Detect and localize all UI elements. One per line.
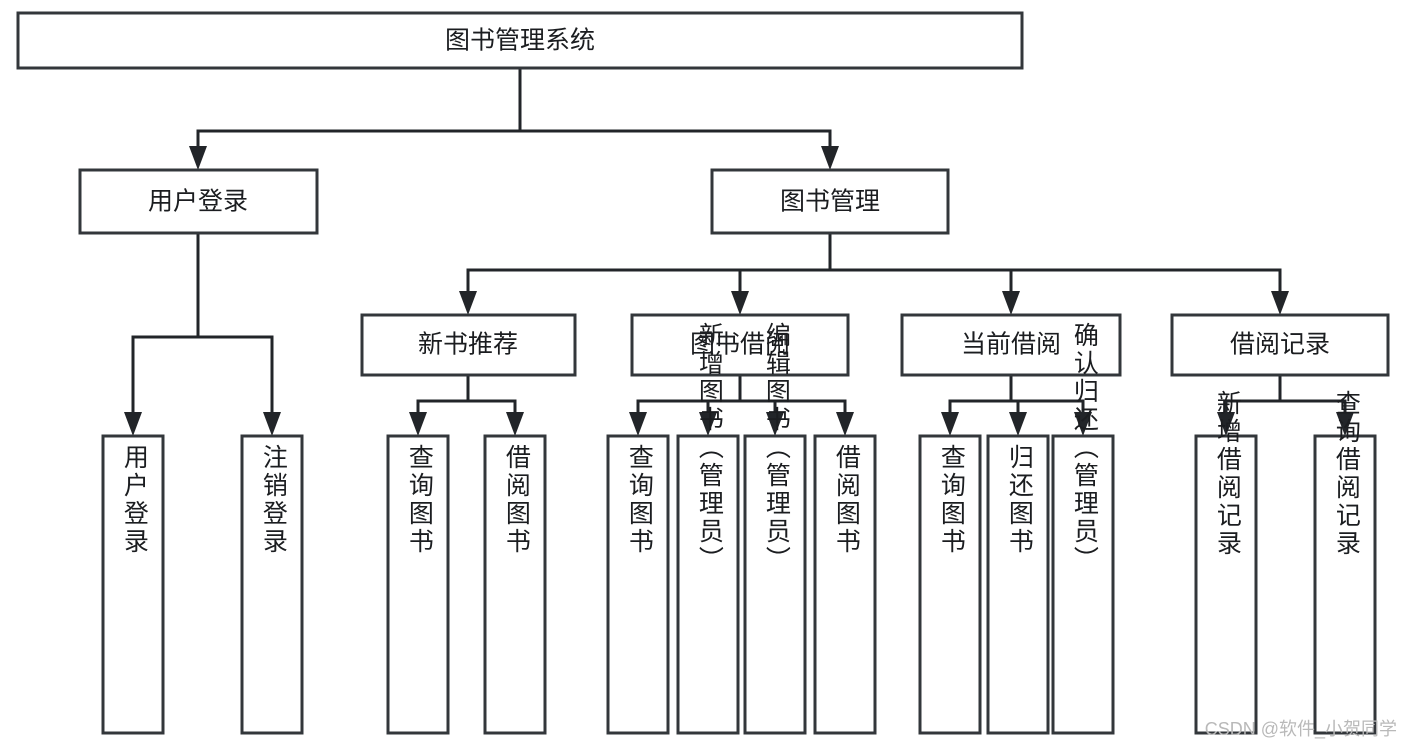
leaf-query-book-3-box[interactable]	[918, 434, 982, 735]
node-borrow-record[interactable]: 借阅记录	[1170, 313, 1390, 377]
arrow-to-current-borrow	[1002, 291, 1020, 315]
arrow-to-leaf-edit-book	[766, 412, 784, 436]
node-leaf-query-book-2[interactable]: 查询图书	[606, 434, 670, 735]
leaf-add-book-label: 新增图书（管理员）	[695, 322, 724, 574]
arrow-to-leaf-query-book-2	[629, 412, 647, 436]
arrow-to-user-login	[189, 146, 207, 170]
leaf-edit-book-label: 编辑图书（管理员）	[762, 322, 791, 574]
current-borrow-box[interactable]	[900, 313, 1122, 377]
node-leaf-query-book-1[interactable]: 查询图书	[386, 434, 450, 735]
node-leaf-add-record[interactable]: 新增借阅记录	[1194, 390, 1258, 735]
node-leaf-query-book-3[interactable]: 查询图书	[918, 434, 982, 735]
book-manage-label: 图书管理	[780, 188, 880, 216]
leaf-add-record-label: 新增借阅记录	[1213, 390, 1242, 558]
arrow-to-leaf-confirm-return	[1074, 412, 1092, 436]
leaf-nodes: 用户登录 注销登录 查询图书 借阅图书 查询图书 新增图书（管理员）	[101, 322, 1377, 735]
new-book-rec-box[interactable]	[360, 313, 577, 377]
borrow-record-box[interactable]	[1170, 313, 1390, 377]
leaf-user-logout-box[interactable]	[240, 434, 304, 735]
arrow-to-leaf-borrow-book-2	[836, 412, 854, 436]
connectors	[124, 66, 1354, 436]
current-borrow-label: 当前借阅	[961, 331, 1061, 359]
new-book-rec-label: 新书推荐	[418, 331, 518, 359]
arrow-to-leaf-query-record	[1336, 412, 1354, 436]
leaf-return-book-label: 归还图书	[1005, 444, 1034, 556]
leaf-query-book-1-label: 查询图书	[405, 444, 434, 556]
leaf-query-record-box[interactable]	[1313, 434, 1377, 735]
leaf-query-record-label: 查询借阅记录	[1332, 390, 1361, 558]
leaf-confirm-return-box[interactable]	[1051, 434, 1115, 735]
node-book-borrow[interactable]: 图书借阅	[630, 313, 850, 377]
node-book-manage[interactable]: 图书管理	[710, 168, 950, 235]
leaf-borrow-book-1-label: 借阅图书	[502, 444, 531, 556]
node-leaf-edit-book[interactable]: 编辑图书（管理员）	[743, 322, 807, 735]
node-new-book-rec[interactable]: 新书推荐	[360, 313, 577, 377]
node-leaf-return-book[interactable]: 归还图书	[986, 434, 1050, 735]
arrow-to-leaf-query-book-3	[941, 412, 959, 436]
user-login-label: 用户登录	[148, 188, 248, 216]
book-borrow-box[interactable]	[630, 313, 850, 377]
node-current-borrow[interactable]: 当前借阅	[900, 313, 1122, 377]
arrow-to-borrow-record	[1271, 291, 1289, 315]
leaf-borrow-book-1-box[interactable]	[483, 434, 547, 735]
node-leaf-query-record[interactable]: 查询借阅记录	[1313, 390, 1377, 735]
leaf-query-book-1-box[interactable]	[386, 434, 450, 735]
arrow-to-leaf-add-record	[1217, 412, 1235, 436]
borrow-record-label: 借阅记录	[1230, 331, 1330, 359]
leaf-user-login-box[interactable]	[101, 434, 165, 735]
leaf-return-book-box[interactable]	[986, 434, 1050, 735]
leaf-add-book-box[interactable]	[676, 434, 740, 735]
leaf-borrow-book-2-label: 借阅图书	[832, 444, 861, 556]
book-borrow-label: 图书借阅	[690, 331, 790, 359]
arrow-to-book-borrow	[731, 291, 749, 315]
leaf-confirm-return-label: 确认归还（管理员）	[1070, 322, 1099, 574]
node-leaf-add-book[interactable]: 新增图书（管理员）	[676, 322, 740, 735]
leaf-edit-book-box[interactable]	[743, 434, 807, 735]
node-leaf-user-login[interactable]: 用户登录	[101, 434, 165, 735]
leaf-user-logout-label: 注销登录	[259, 444, 288, 556]
arrow-to-leaf-add-book	[699, 412, 717, 436]
arrow-to-leaf-user-logout	[263, 412, 281, 436]
leaf-add-record-box[interactable]	[1194, 434, 1258, 735]
arrow-to-leaf-user-login	[124, 412, 142, 436]
root-box[interactable]	[16, 11, 1024, 70]
leaf-user-login-label: 用户登录	[120, 444, 149, 556]
node-root[interactable]: 图书管理系统	[16, 11, 1024, 70]
leaf-query-book-3-label: 查询图书	[937, 444, 966, 556]
root-label: 图书管理系统	[445, 27, 595, 55]
leaf-query-book-2-label: 查询图书	[625, 444, 654, 556]
node-leaf-confirm-return[interactable]: 确认归还（管理员）	[1051, 322, 1115, 735]
node-user-login[interactable]: 用户登录	[78, 168, 319, 235]
arrow-to-new-book-rec	[459, 291, 477, 315]
leaf-borrow-book-2-box[interactable]	[813, 434, 877, 735]
arrow-to-leaf-borrow-book-1	[506, 412, 524, 436]
book-manage-box[interactable]	[710, 168, 950, 235]
node-leaf-user-logout[interactable]: 注销登录	[240, 434, 304, 735]
arrow-to-leaf-return-book	[1009, 412, 1027, 436]
leaf-query-book-2-box[interactable]	[606, 434, 670, 735]
node-leaf-borrow-book-2[interactable]: 借阅图书	[813, 434, 877, 735]
node-leaf-borrow-book-1[interactable]: 借阅图书	[483, 434, 547, 735]
user-login-box[interactable]	[78, 168, 319, 235]
arrow-to-leaf-query-book-1	[409, 412, 427, 436]
arrow-to-book-manage	[821, 146, 839, 170]
